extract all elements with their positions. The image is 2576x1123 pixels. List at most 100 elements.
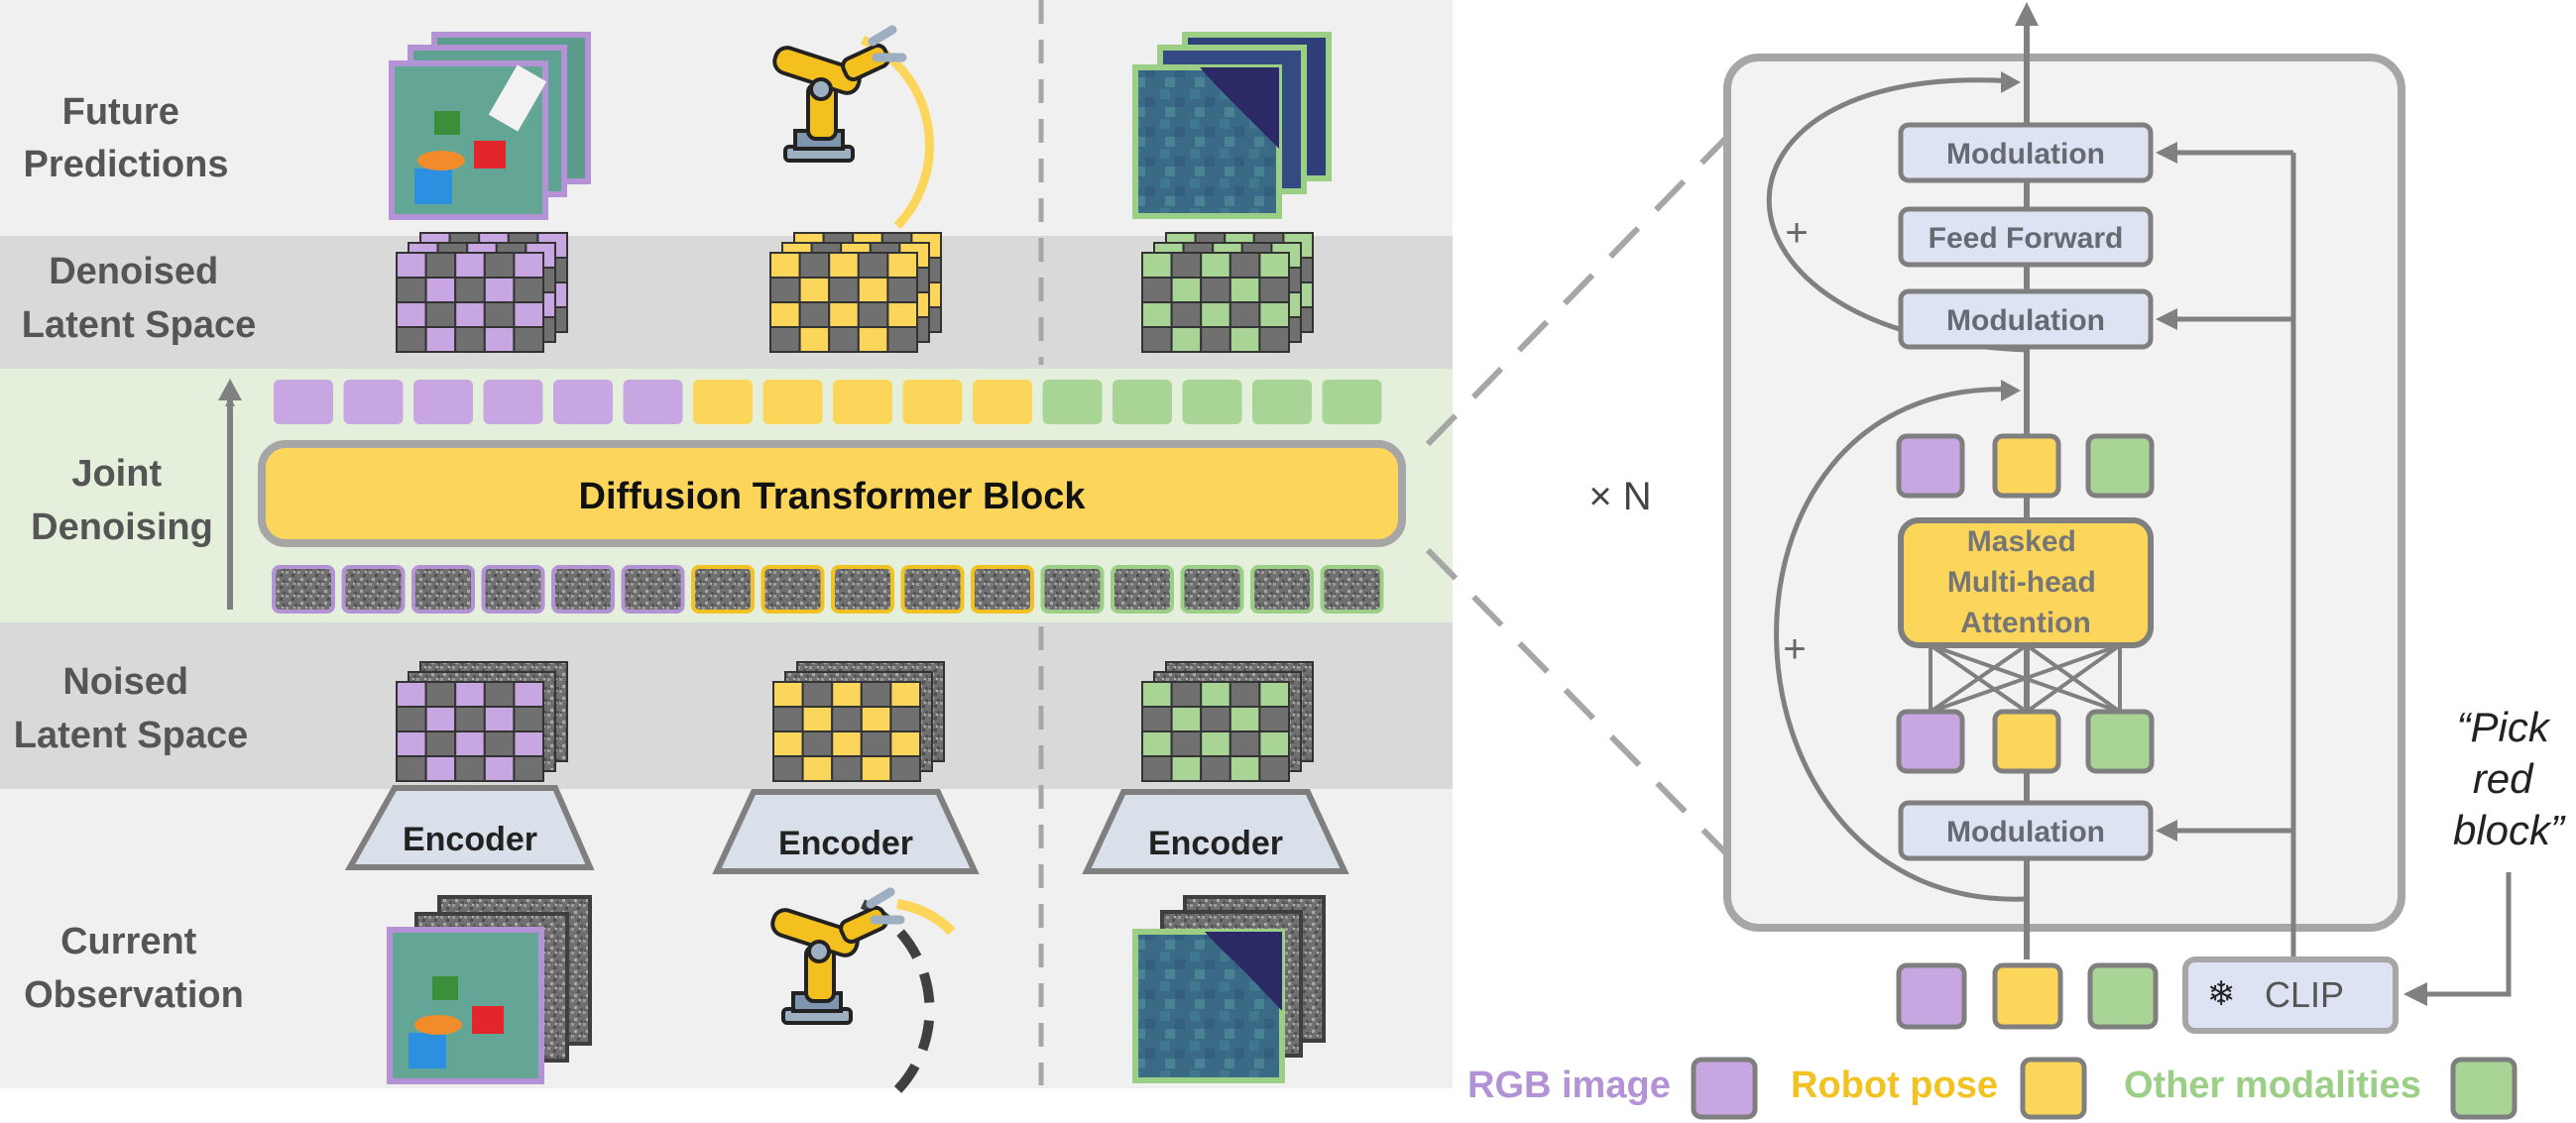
blue-cube [414, 168, 452, 204]
zoom-guide-line [1425, 136, 1728, 447]
diffusion-transformer-block: Diffusion Transformer Block [258, 440, 1406, 547]
modulation-label: Modulation [1946, 816, 2105, 848]
denoising-arrow-head [218, 379, 242, 400]
red-cube [474, 141, 506, 168]
legend-swatch-other [2450, 1057, 2517, 1120]
noisy-token-other [1320, 565, 1384, 614]
clip-label: CLIP [2265, 974, 2344, 1015]
noisy-token-other [1111, 565, 1174, 614]
noised-latent-other [1141, 661, 1314, 782]
blue-cube [409, 1033, 446, 1068]
token-purple [1896, 433, 1965, 499]
residual-connection-lower [1774, 387, 2028, 902]
noisy-token-pose [691, 565, 755, 614]
residual-plus: + [1783, 627, 1806, 671]
repeat-label: × N [1588, 475, 1651, 518]
row-label-noised: Noised Latent Space [14, 661, 249, 756]
token-yellow [1992, 433, 2061, 499]
noisy-token-rgb [411, 565, 475, 614]
legend-swatch-rgb [1691, 1057, 1758, 1120]
gripper [488, 64, 547, 132]
legend-label-pose: Robot pose [1791, 1065, 1998, 1106]
noisy-token-pose [900, 565, 965, 614]
snowflake-icon: ❄ [2207, 975, 2236, 1013]
noisy-token-other [1040, 565, 1105, 614]
block-input-tokens [1896, 962, 2159, 1030]
prompt-arrow [2419, 872, 2512, 997]
noisy-token-rgb [341, 565, 406, 614]
output-token-row [274, 380, 1382, 424]
latent-grids [396, 232, 1315, 782]
row-label-joint: Joint Denoising [31, 453, 213, 548]
noisy-token-pose [761, 565, 825, 614]
token-purple [1896, 709, 1965, 774]
noisy-token-other [1250, 565, 1314, 614]
token-yellow [1992, 962, 2063, 1030]
noisy-token-other [1180, 565, 1244, 614]
output-token-rgb [413, 380, 473, 424]
encoder-other: Encoder [1082, 789, 1349, 874]
current-depth-stack [1132, 895, 1326, 1083]
attention-label: Masked Multi-head Attention [1947, 525, 2104, 639]
output-token-pose [693, 380, 753, 424]
output-token-rgb [483, 380, 543, 424]
future-depth-stack [1132, 32, 1332, 219]
encoder-pose: Encoder [712, 789, 980, 874]
encoder-label: Encoder [778, 825, 913, 862]
clip-encoder: ❄ CLIP [2182, 956, 2399, 1034]
output-token-pose [833, 380, 892, 424]
feed-forward-block [1898, 206, 2154, 268]
noisy-token-rgb [272, 565, 335, 614]
output-token-pose [902, 380, 963, 424]
row-label-future: Future Predictions [24, 91, 229, 185]
noisy-token-rgb [621, 565, 685, 614]
output-token-other [1252, 380, 1312, 424]
orange-object [417, 151, 465, 170]
modulation-block [1898, 288, 2154, 350]
input-token-row [272, 565, 1384, 614]
future-rgb-image-stack [389, 32, 591, 220]
orange-object [414, 1015, 462, 1035]
red-cube [472, 1006, 504, 1034]
token-green [2087, 962, 2159, 1030]
token-green [2085, 433, 2155, 499]
modulation-label: Modulation [1946, 304, 2105, 337]
text-prompt: “Pick red block” [2453, 704, 2566, 853]
output-token-rgb [274, 380, 333, 424]
modulation-block [1898, 800, 2154, 861]
denoised-latent-pose [769, 232, 943, 353]
green-cube [434, 111, 460, 135]
dit-block-label: Diffusion Transformer Block [579, 476, 1087, 517]
legend: RGB image Robot pose Other modalities [1467, 1057, 2517, 1120]
output-token-pose [762, 380, 823, 424]
denoised-latent-other [1141, 232, 1315, 353]
legend-swatch-pose [2020, 1057, 2087, 1120]
token-yellow [1992, 709, 2061, 774]
token-green [2085, 709, 2155, 774]
noisy-token-pose [831, 565, 894, 614]
denoised-latent-rgb [396, 232, 569, 353]
arm-trajectory-future [860, 899, 935, 1094]
legend-label-rgb: RGB image [1467, 1065, 1671, 1106]
row-label-current: Current Observation [24, 921, 244, 1016]
modulation-block [1898, 122, 2154, 183]
transformer-block-detail: + + Modulation Feed Forward Modulation M… [1723, 2, 2405, 959]
noised-latent-rgb [396, 661, 568, 782]
current-robot-arm-icon [770, 887, 956, 1094]
future-robot-arm-icon [772, 25, 935, 230]
feed-forward-label: Feed Forward [1929, 222, 2124, 255]
modulation-label: Modulation [1946, 138, 2105, 170]
green-cube [432, 976, 458, 1000]
noised-latent-pose [772, 661, 945, 782]
output-token-other [1042, 380, 1103, 424]
block-container [1723, 54, 2405, 932]
row-label-denoised: Denoised Latent Space [22, 251, 257, 346]
output-arrow-head [2015, 2, 2039, 26]
output-token-rgb [343, 380, 404, 424]
current-rgb-image-stack [387, 895, 592, 1084]
zoom-guide-line [1425, 547, 1728, 855]
output-token-other [1112, 380, 1172, 424]
noisy-token-rgb [481, 565, 545, 614]
output-token-other [1182, 380, 1242, 424]
